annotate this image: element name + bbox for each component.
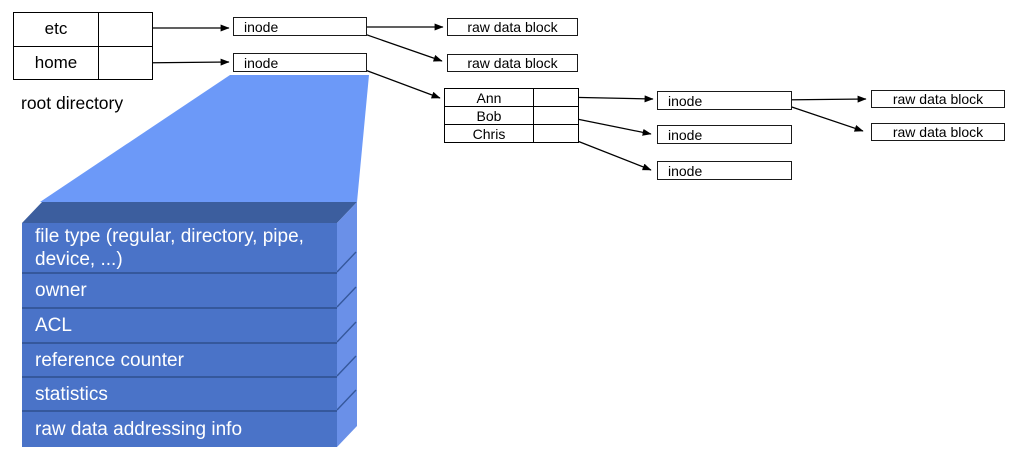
table-row: home <box>14 45 152 80</box>
table-row: Bob <box>445 106 578 124</box>
detail-box-top-bevel <box>22 202 357 223</box>
etc-inode-box: inode <box>233 17 367 36</box>
detail-box-right-bevel <box>337 202 357 447</box>
raw-data-block: raw data block <box>447 18 578 36</box>
bob-inode-box: inode <box>657 125 792 144</box>
dir-entry-name: Bob <box>445 107 534 124</box>
inode-field-statistics: statistics <box>22 376 337 410</box>
inode-field-raw-data-addressing: raw data addressing info <box>22 410 337 447</box>
table-row: Ann <box>445 89 578 106</box>
inode-detail-box: file type (regular, directory, pipe, dev… <box>22 223 337 447</box>
raw-data-block: raw data block <box>871 90 1005 108</box>
dir-entry-name: home <box>14 46 99 79</box>
home-inode-box: inode <box>233 53 367 72</box>
dir-entry-pointer-cell <box>534 125 578 142</box>
inode-field-file-type: file type (regular, directory, pipe, dev… <box>22 223 337 272</box>
inode-field-reference-counter: reference counter <box>22 342 337 376</box>
inode-field-owner: owner <box>22 272 337 307</box>
table-row: etc <box>14 13 152 46</box>
dir-entry-name: Chris <box>445 125 534 142</box>
table-row: Chris <box>445 124 578 142</box>
chris-inode-box: inode <box>657 161 792 180</box>
dir-entry-name: etc <box>14 13 99 46</box>
root-directory-table: etc home <box>13 12 153 80</box>
root-directory-caption: root directory <box>21 93 124 113</box>
zoom-funnel <box>40 75 369 202</box>
ann-inode-box: inode <box>657 91 792 110</box>
detail-box-right-bevel-seams <box>336 251 357 411</box>
dir-entry-pointer-cell <box>534 107 578 124</box>
dir-entry-pointer-cell <box>99 13 152 46</box>
inode-field-acl: ACL <box>22 307 337 342</box>
raw-data-block: raw data block <box>871 123 1005 141</box>
home-directory-table: Ann Bob Chris <box>444 88 579 143</box>
dir-entry-name: Ann <box>445 89 534 106</box>
dir-entry-pointer-cell <box>99 47 152 80</box>
raw-data-block: raw data block <box>447 54 578 72</box>
dir-entry-pointer-cell <box>534 89 578 106</box>
